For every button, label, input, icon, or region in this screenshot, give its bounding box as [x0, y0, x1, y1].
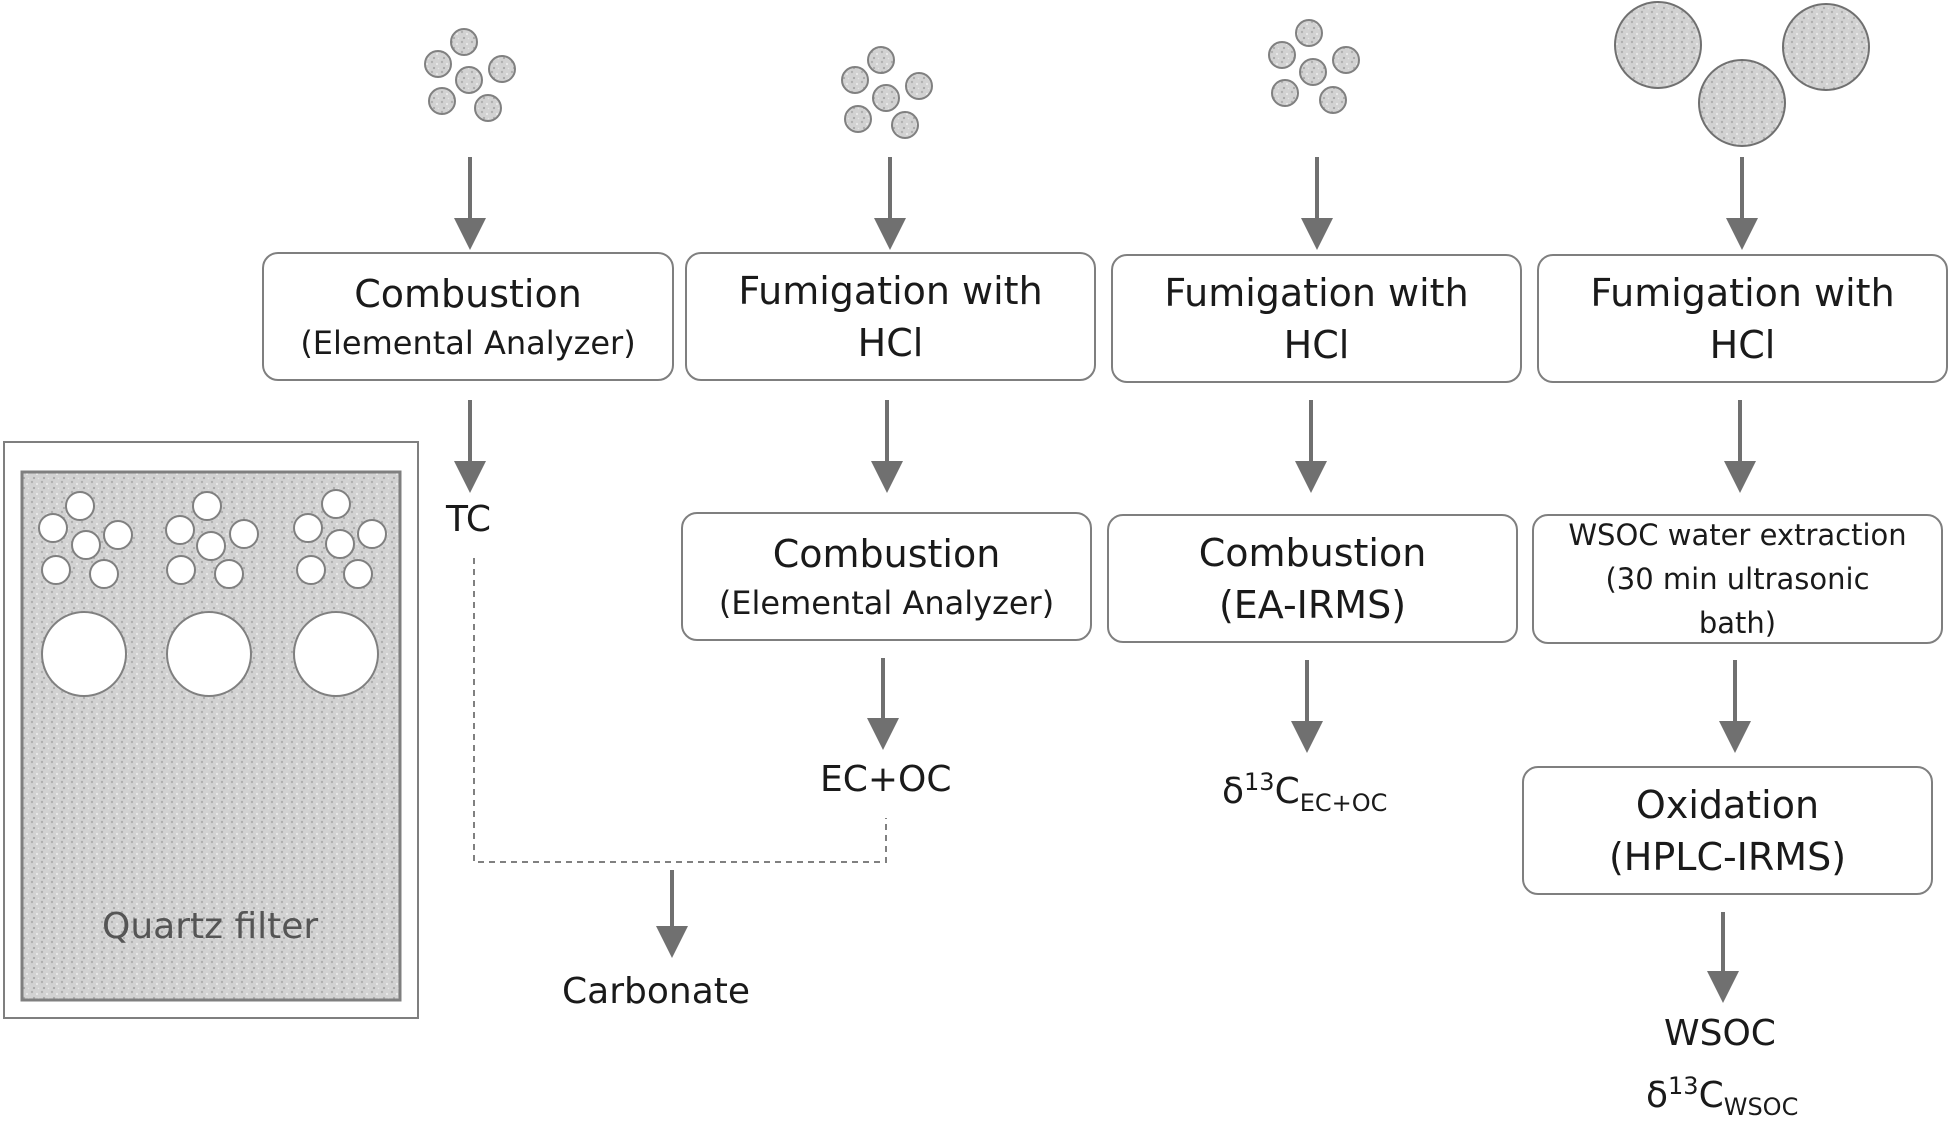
combustion-ea-box-col1: Combustion (Elemental Analyzer) — [262, 252, 674, 381]
step-subtitle: (Elemental Analyzer) — [718, 583, 1055, 622]
isotope-superscript: 13 — [1244, 768, 1275, 796]
step-subtitle: (Elemental Analyzer) — [300, 323, 636, 362]
output-tc: TC — [446, 499, 492, 540]
fraction-subscript: WSOC — [1723, 1093, 1799, 1122]
step-subtitle: (30 min ultrasonic — [1605, 562, 1870, 596]
step-subtitle: HCl — [1283, 322, 1350, 367]
fraction-subscript: EC+OC — [1299, 789, 1388, 818]
delta-symbol: δ — [1646, 1075, 1669, 1116]
step-title: WSOC water extraction — [1568, 518, 1907, 552]
flow-arrows — [454, 157, 1758, 1003]
element-symbol: C — [1274, 771, 1300, 812]
fumigation-box-col4: Fumigation with HCl — [1537, 254, 1948, 383]
step-title: Combustion — [1198, 530, 1427, 575]
filter-punch-holes — [38, 489, 387, 697]
step-title: Fumigation with — [1590, 270, 1895, 315]
difference-connector — [473, 558, 887, 863]
combustion-ea-box-col2: Combustion (Elemental Analyzer) — [681, 512, 1092, 641]
oxidation-hplc-irms-box: Oxidation (HPLC-IRMS) — [1522, 766, 1933, 895]
output-d13c-wsoc: δ13CWSOC — [1646, 1064, 1798, 1129]
combustion-ea-irms-box: Combustion (EA-IRMS) — [1107, 514, 1518, 643]
fumigation-box-col2: Fumigation with HCl — [685, 252, 1096, 381]
fumigation-box-col3: Fumigation with HCl — [1111, 254, 1522, 383]
step-subtitle: HCl — [857, 320, 924, 365]
step-title: Combustion — [772, 531, 1001, 576]
step-subtitle: (HPLC-IRMS) — [1608, 834, 1847, 879]
output-wsoc: WSOC — [1664, 1013, 1776, 1054]
output-d13c-ec-oc: δ13CEC+OC — [1222, 760, 1387, 825]
delta-symbol: δ — [1222, 771, 1245, 812]
sample-punches-col3 — [1268, 19, 1360, 114]
output-carbonate: Carbonate — [562, 971, 751, 1012]
step-title: Fumigation with — [738, 268, 1043, 313]
step-subtitle: HCl — [1709, 322, 1776, 367]
quartz-filter-caption: Quartz filter — [102, 906, 319, 947]
output-ec-oc: EC+OC — [820, 759, 952, 800]
step-subtitle: (EA-IRMS) — [1218, 582, 1407, 627]
sample-punches-col1 — [424, 28, 516, 122]
isotope-superscript: 13 — [1668, 1072, 1699, 1100]
step-title: Combustion — [354, 271, 582, 316]
element-symbol: C — [1698, 1075, 1724, 1116]
step-subtitle-cont: bath) — [1698, 606, 1777, 640]
quartz-filter — [3, 441, 419, 1019]
step-title: Oxidation — [1635, 782, 1820, 827]
sample-punches-col4 — [1614, 1, 1870, 147]
step-title: Fumigation with — [1164, 270, 1469, 315]
sample-punches-col2 — [841, 46, 933, 139]
wsoc-extraction-box: WSOC water extraction (30 min ultrasonic… — [1532, 514, 1943, 644]
